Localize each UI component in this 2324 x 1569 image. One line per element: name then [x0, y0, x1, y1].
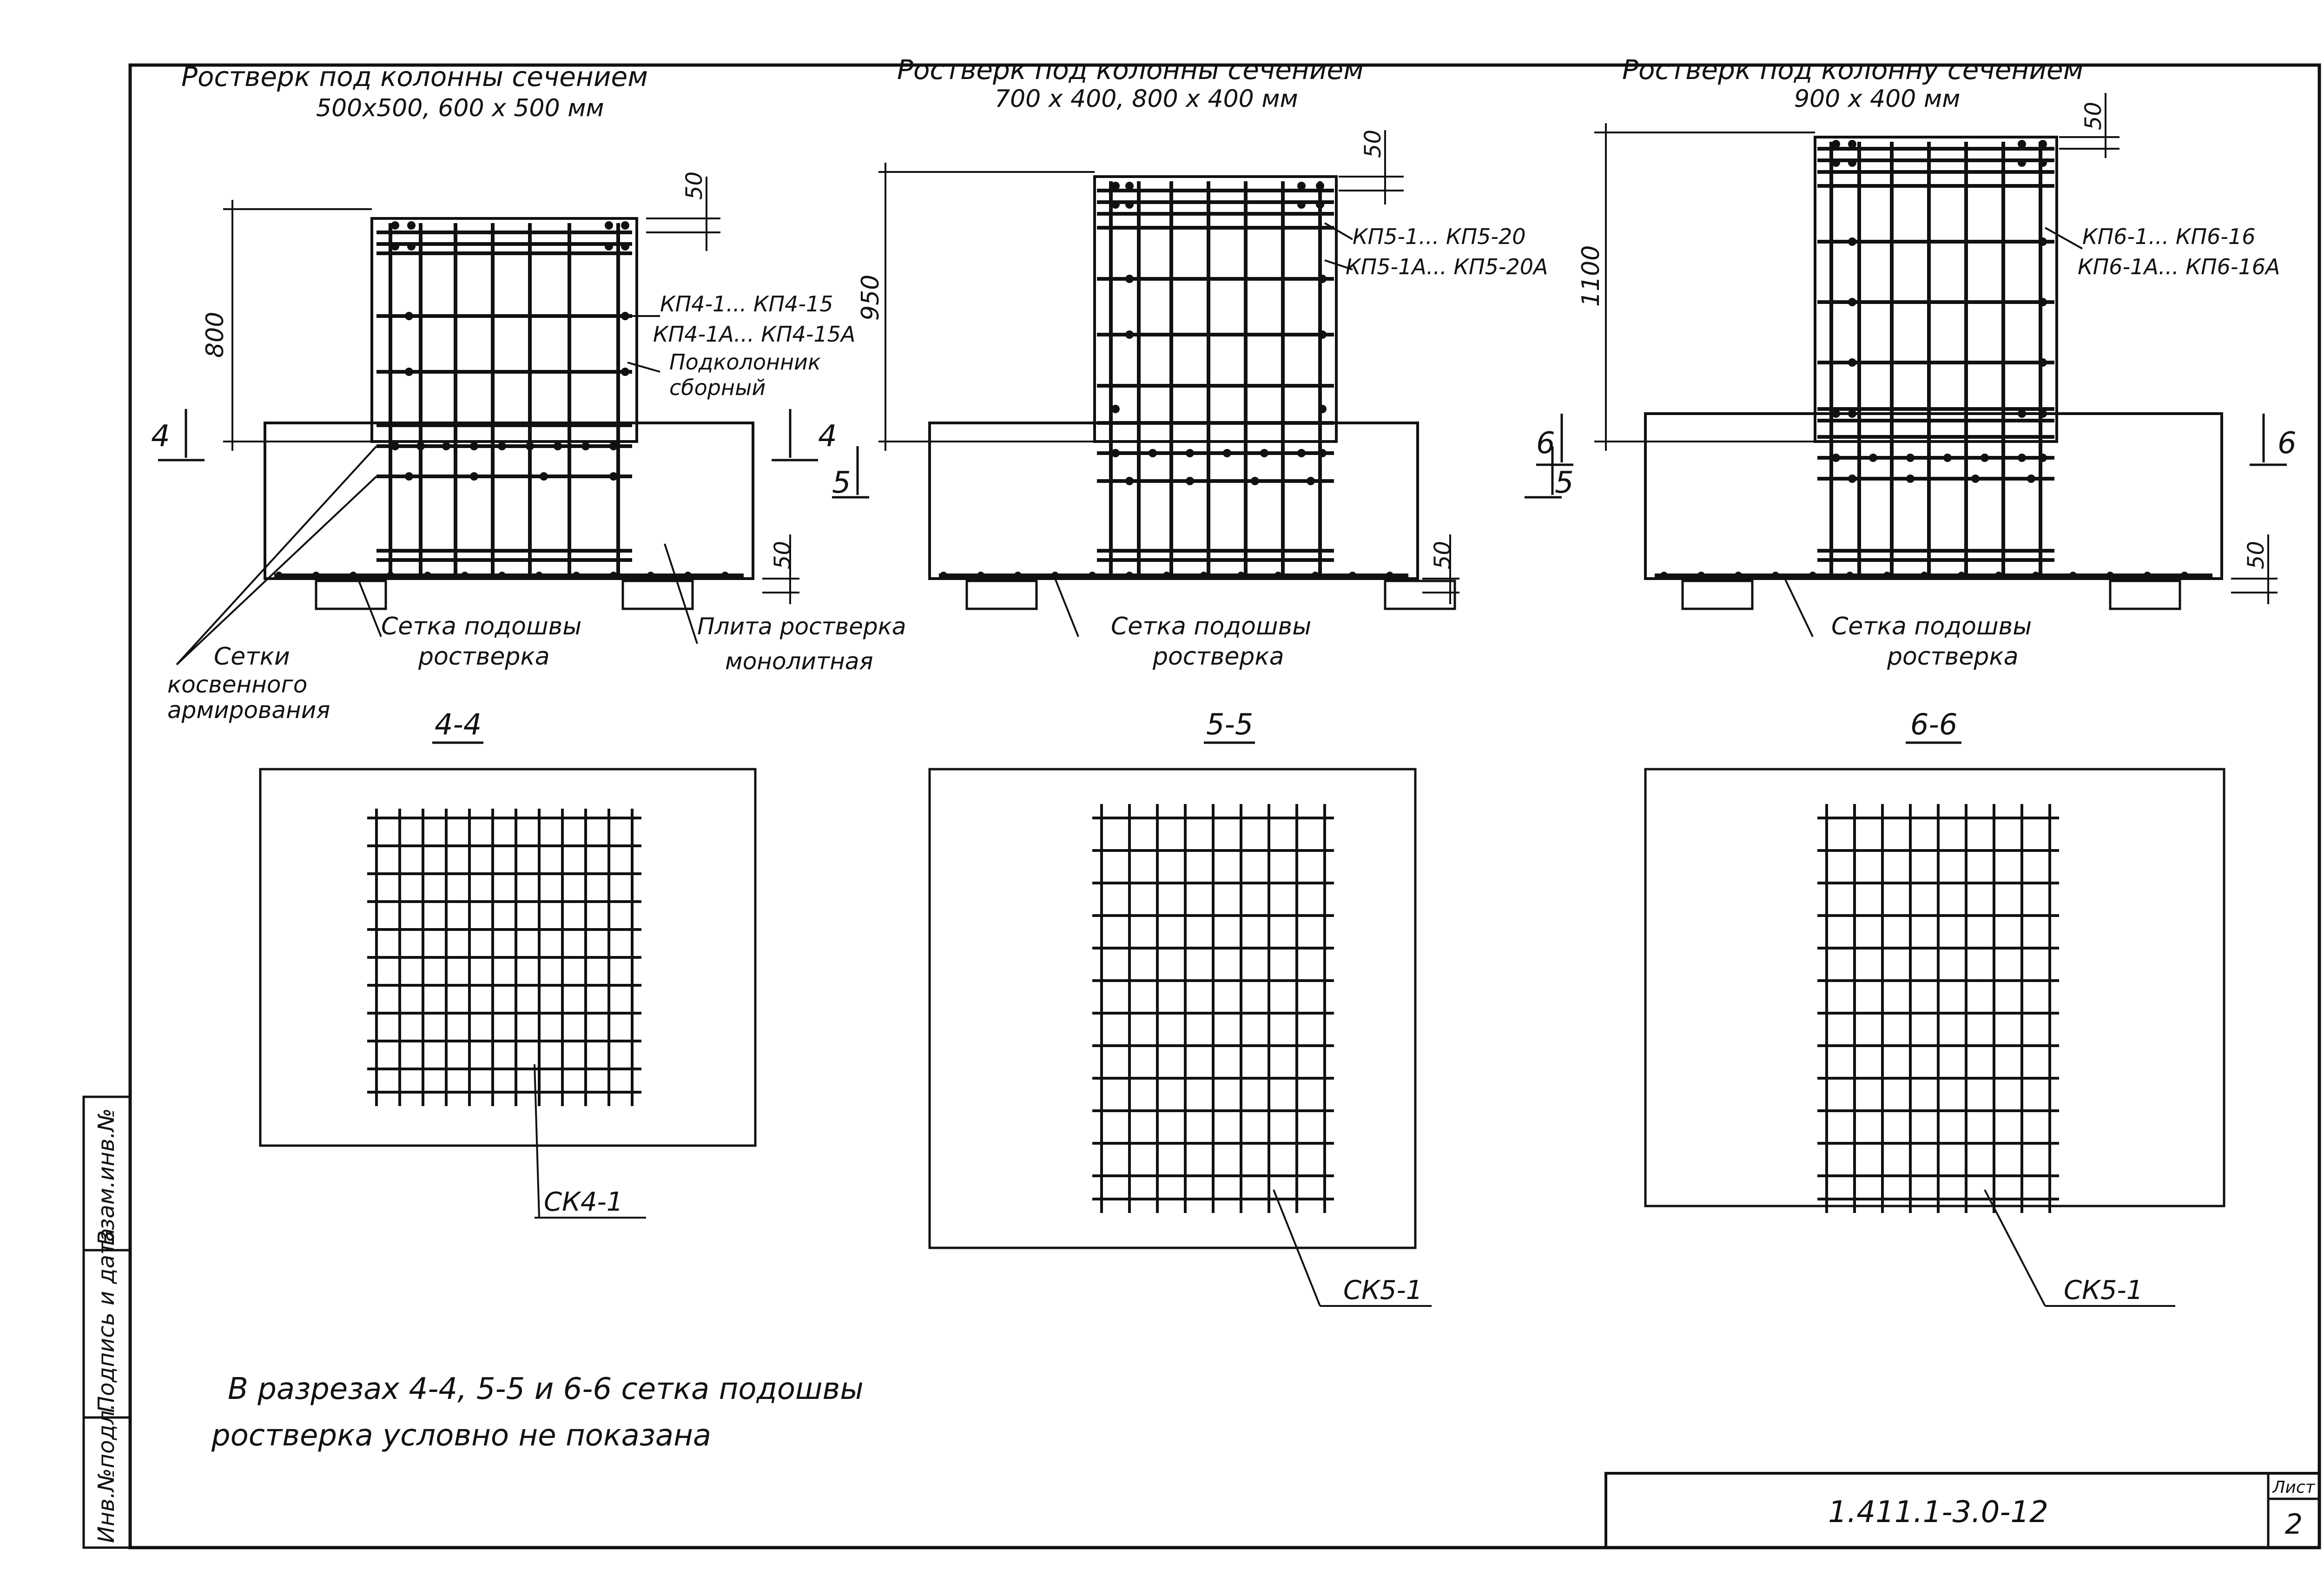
dim-bottom-50: 50: [770, 541, 796, 569]
callout-sole-mesh: Сетка подошвы: [381, 613, 581, 640]
panel-6-6: Ростверк под колонну сечением 900 х 400 …: [1536, 54, 2297, 1307]
plan-outline: [928, 768, 1417, 1249]
note-line-1: В разрезах 4-4, 5-5 и 6-6 сетка подошвы: [228, 1372, 864, 1406]
left-stamp: Инв.№подл. Подпись и дата Взам.инв.№: [82, 1095, 132, 1549]
sheet-frame: [128, 63, 2321, 1549]
slab-outline: [1644, 412, 2223, 580]
callout-kp6: КП6-1... КП6-16: [2082, 224, 2256, 249]
cut-label-right: 6: [2278, 426, 2297, 461]
pedestal-outline: [1093, 175, 1338, 443]
callout-grillage: ростверка: [1152, 643, 1284, 671]
mesh-label-sk4-1: СК4-1: [544, 1187, 623, 1217]
panel-1-title-line1: Ростверк под колонны сечением: [181, 61, 648, 92]
dim-bottom-50: 50: [2243, 541, 2269, 569]
vertical-bars: [389, 223, 620, 574]
cut-label-right: 5: [1555, 466, 1574, 500]
dim-bottom-50: 50: [1430, 541, 1456, 569]
cut-label-left: 5: [832, 466, 851, 500]
cut-label-right: 4: [818, 419, 837, 454]
panel-4-4: Ростверк под колонны сечением 500х500, 6…: [151, 61, 906, 1219]
callout-kp5: КП5-1... КП5-20: [1353, 224, 1526, 249]
mesh-grid-sk5b: [1817, 804, 2059, 1213]
mesh-label-sk5-1-b: СК5-1: [2064, 1275, 2143, 1305]
dim-height: 1100: [1577, 245, 1605, 307]
stamp-signature-date: Подпись и дата: [93, 1228, 119, 1413]
rebar-dots: [275, 221, 729, 579]
title-block: 1.411.1-3.0-12 Лист 2: [1604, 1472, 2321, 1549]
cut-markers: [1536, 414, 2287, 466]
callout-kp5a: КП5-1А... КП5-20А: [1346, 254, 1548, 279]
dim-top-50: 50: [2080, 102, 2106, 130]
slab-outline: [264, 422, 754, 580]
callout-monolithic: монолитная: [725, 648, 873, 675]
stamp-inv-no: Инв.№подл.: [93, 1403, 119, 1543]
dim-height: 950: [857, 275, 885, 321]
dim-height: 800: [201, 312, 229, 358]
callout-indirect: косвенного: [167, 671, 307, 698]
panel-2-title-line1: Ростверк под колонны сечением: [897, 54, 1364, 86]
callout-precast: сборный: [669, 375, 766, 400]
cut-label-left: 4: [151, 419, 170, 454]
document-code: 1.411.1-3.0-12: [1828, 1495, 2048, 1529]
horizontal-bars: [274, 231, 744, 577]
vertical-bars: [1829, 142, 2042, 574]
dimension-lines: [1594, 93, 2278, 604]
stamp-replace-inv: Взам.инв.№: [93, 1108, 119, 1246]
vertical-bars: [1109, 181, 1322, 574]
dim-top-50: 50: [1360, 130, 1386, 158]
cut-markers: [158, 409, 818, 461]
callout-grillage: ростверка: [418, 643, 550, 671]
sheet-label: Лист: [2271, 1478, 2315, 1497]
panel-3-title-line2: 900 х 400 мм: [1794, 85, 1960, 113]
pedestal-outline: [1814, 136, 2058, 443]
leaders: [1054, 222, 1353, 637]
leaders: [176, 315, 698, 666]
section-title-4-4: 4-4: [435, 707, 482, 741]
panel-5-5: Ростверк под колонны сечением 700 х 400,…: [832, 54, 1574, 1307]
callout-kp4a: КП4-1А... КП4-15А: [653, 322, 855, 347]
plan-outline: [1644, 768, 2225, 1207]
panel-1-title-line2: 500х500, 600 х 500 мм: [316, 94, 604, 122]
leaders: [1784, 227, 2083, 637]
callout-sole-mesh: Сетка подошвы: [1111, 613, 1311, 640]
pile-heads: [315, 580, 694, 610]
section-title-5-5: 5-5: [1206, 707, 1253, 741]
pedestal-outline: [370, 217, 638, 443]
section-title-6-6: 6-6: [1910, 707, 1957, 741]
pile-heads: [1681, 580, 2181, 610]
cut-markers: [832, 446, 1562, 499]
rebar-dots: [940, 182, 1393, 579]
callout-kp6a: КП6-1А... КП6-16А: [2078, 254, 2280, 279]
pile-heads: [965, 580, 1456, 610]
callout-meshes: Сетки: [214, 643, 290, 671]
dimension-lines: [878, 130, 1459, 604]
dimension-lines: [223, 177, 799, 604]
callout-plate: Плита ростверка: [697, 613, 906, 640]
note-line-2: ростверка условно не показана: [211, 1418, 711, 1453]
sheet-number: 2: [2285, 1508, 2303, 1541]
panel-3-title-line1: Ростверк под колонну сечением: [1622, 54, 2084, 86]
callout-kp4: КП4-1... КП4-15: [660, 291, 833, 316]
callout-grillage: ростверка: [1887, 643, 2019, 671]
mesh-label-sk5-1: СК5-1: [1343, 1275, 1422, 1305]
callout-reinforcement: армирования: [167, 697, 330, 724]
cut-label-left: 6: [1536, 426, 1555, 461]
panel-2-title-line2: 700 х 400, 800 х 400 мм: [995, 85, 1298, 113]
horizontal-bars: [939, 189, 1408, 577]
slab-outline: [928, 422, 1419, 580]
rebar-dots: [1660, 140, 2188, 579]
callout-sole-mesh: Сетка подошвы: [1831, 613, 2032, 640]
plan-outline: [259, 768, 757, 1147]
callout-pedestal: Подколонник: [669, 349, 821, 375]
mesh-grid-sk5: [1092, 804, 1334, 1213]
horizontal-bars: [1655, 147, 2212, 577]
dim-top-50: 50: [681, 171, 707, 200]
mesh-grid-sk4: [367, 809, 641, 1106]
